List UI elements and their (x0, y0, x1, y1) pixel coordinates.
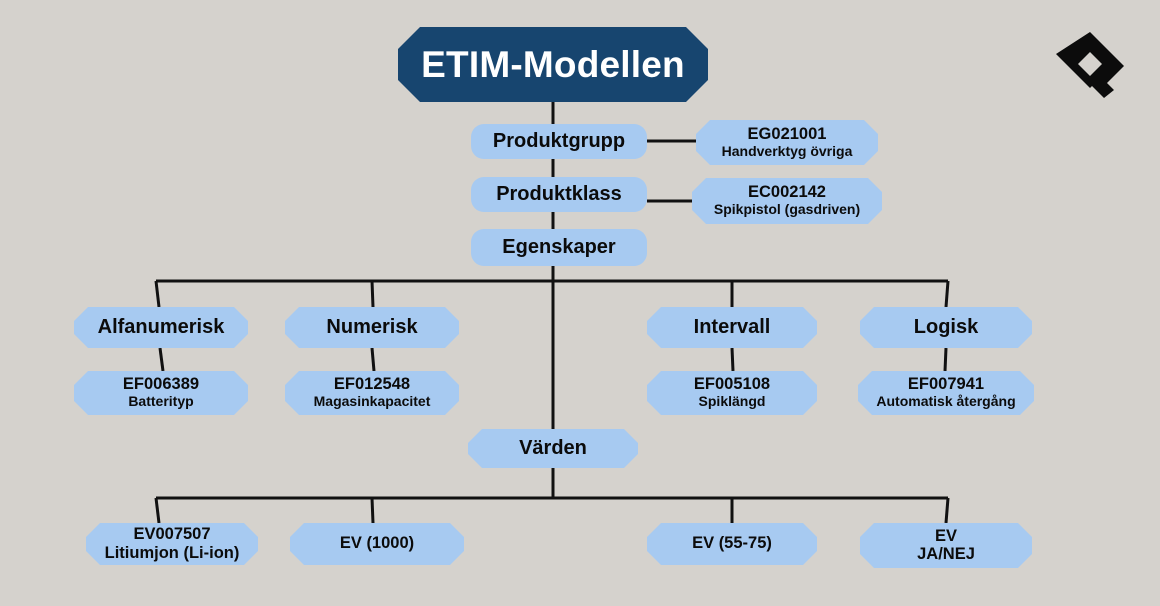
node-product-group-code[interactable]: EG021001 Handverktyg övriga (696, 120, 878, 165)
page-title: ETIM-Modellen (421, 43, 685, 85)
code-description: Magasinkapacitet (313, 393, 431, 410)
node-feature-automatisk-atergang[interactable]: EF007941 Automatisk återgång (858, 371, 1034, 415)
node-label: Logisk (913, 315, 979, 338)
node-value-1000[interactable]: EV (1000) (290, 523, 464, 565)
node-label: Alfanumerisk (97, 315, 225, 338)
code-value: EF012548 (333, 375, 411, 394)
node-value-55-75[interactable]: EV (55-75) (647, 523, 817, 565)
node-feature-spiklangd[interactable]: EF005108 Spiklängd (647, 371, 817, 415)
node-egenskaper[interactable]: Egenskaper (471, 229, 647, 266)
node-product-class-code[interactable]: EC002142 Spikpistol (gasdriven) (692, 178, 882, 224)
code-value: EV007507 (133, 525, 211, 544)
node-produktklass[interactable]: Produktklass (471, 177, 647, 212)
diagram-title-box: ETIM-Modellen (398, 27, 708, 102)
code-value: EF005108 (693, 375, 771, 394)
code-description: Handverktyg övriga (721, 142, 853, 159)
q-diamond-logo (1056, 32, 1124, 98)
node-varden[interactable]: Värden (468, 429, 638, 468)
node-type-logisk[interactable]: Logisk (860, 307, 1032, 348)
code-description: Automatisk återgång (876, 393, 1016, 410)
code-value: EV (55-75) (692, 534, 772, 553)
node-value-ja-nej[interactable]: EV JA/NEJ (860, 523, 1032, 568)
node-produktgrupp[interactable]: Produktgrupp (471, 124, 647, 159)
code-value: EC002142 (748, 183, 826, 202)
node-type-intervall[interactable]: Intervall (647, 307, 817, 348)
code-value: EF006389 (122, 375, 200, 394)
node-feature-batterityp[interactable]: EF006389 Batterityp (74, 371, 248, 415)
code-description: Batterityp (128, 393, 194, 410)
code-description: JA/NEJ (917, 545, 975, 564)
code-value: EG021001 (747, 124, 827, 143)
node-label: Värden (519, 436, 587, 459)
code-description: Litiumjon (Li-ion) (104, 543, 240, 562)
node-label: Intervall (693, 315, 771, 338)
node-label: Numerisk (326, 315, 418, 338)
code-description: Spiklängd (698, 393, 766, 410)
code-value: EV (1000) (339, 534, 415, 553)
code-value: EF007941 (907, 375, 985, 394)
node-type-numerisk[interactable]: Numerisk (285, 307, 459, 348)
node-value-litiumjon[interactable]: EV007507 Litiumjon (Li-ion) (86, 523, 258, 565)
node-feature-magasinkapacitet[interactable]: EF012548 Magasinkapacitet (285, 371, 459, 415)
code-value: EV (934, 526, 957, 545)
node-label: Produktgrupp (492, 129, 626, 152)
node-type-alfanumerisk[interactable]: Alfanumerisk (74, 307, 248, 348)
code-description: Spikpistol (gasdriven) (713, 201, 861, 218)
node-label: Egenskaper (502, 235, 616, 258)
node-label: Produktklass (496, 182, 622, 205)
